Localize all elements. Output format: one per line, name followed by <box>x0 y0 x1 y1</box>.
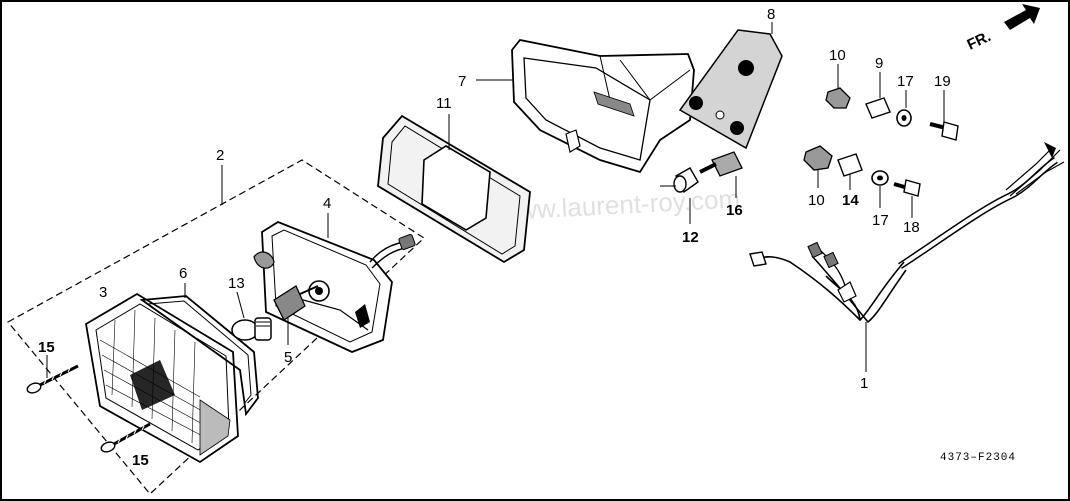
callout-8: 8 <box>767 6 775 23</box>
wire-harness <box>749 142 1065 372</box>
bolt-18 <box>893 179 921 218</box>
front-arrow-icon <box>1004 4 1040 30</box>
callout-5: 5 <box>284 349 292 366</box>
callout-19: 19 <box>934 73 951 90</box>
watermark-text: www.laurent-roy.com <box>498 183 741 226</box>
callout-14: 14 <box>842 192 859 209</box>
housing-wire-lead <box>369 234 416 269</box>
nut-10-upper <box>825 64 851 109</box>
license-gasket <box>377 114 531 264</box>
callout-labels: 1 2 3 4 5 6 7 8 9 10 10 11 12 13 14 15 1… <box>38 6 951 469</box>
screw-upper <box>26 355 79 394</box>
callout-3: 3 <box>99 284 107 301</box>
callout-2: 2 <box>216 147 224 164</box>
bulb <box>231 291 272 341</box>
lamp-base-housing <box>253 213 393 353</box>
callout-13: 13 <box>228 275 245 292</box>
callout-10-lower: 10 <box>808 192 825 209</box>
callout-16: 16 <box>726 202 743 219</box>
assembly-bracket <box>7 159 425 495</box>
callout-17-upper: 17 <box>897 73 914 90</box>
callout-4: 4 <box>323 195 331 212</box>
lens-gasket <box>139 283 259 417</box>
bolt-16 <box>699 151 743 198</box>
washer-17-lower <box>871 170 889 208</box>
grommet-12 <box>660 167 699 224</box>
callout-12: 12 <box>682 229 699 246</box>
frame-code: 4373–F2304 <box>940 452 1016 464</box>
taillight-lens <box>85 292 239 464</box>
collar-9 <box>865 72 891 119</box>
callout-10-upper: 10 <box>829 47 846 64</box>
washer-17-upper <box>896 90 912 127</box>
callout-9: 9 <box>875 55 883 72</box>
callout-17-lower: 17 <box>872 212 889 229</box>
callout-1: 1 <box>860 375 868 392</box>
collar-14 <box>837 153 863 190</box>
nut-10-lower <box>803 145 833 188</box>
direction-label: FR. <box>965 28 994 54</box>
bolt-19 <box>929 90 959 141</box>
callout-18: 18 <box>903 219 920 236</box>
light-case <box>476 39 695 174</box>
callout-15-lower: 15 <box>132 452 149 469</box>
screw-lower <box>100 422 151 453</box>
front-direction-indicator: FR. <box>965 4 1040 54</box>
reflector <box>678 22 783 150</box>
bulb-socket <box>273 285 319 345</box>
callout-11: 11 <box>436 95 452 112</box>
callout-15-upper: 15 <box>38 339 55 356</box>
callout-6: 6 <box>179 265 187 282</box>
callout-7: 7 <box>458 73 466 90</box>
